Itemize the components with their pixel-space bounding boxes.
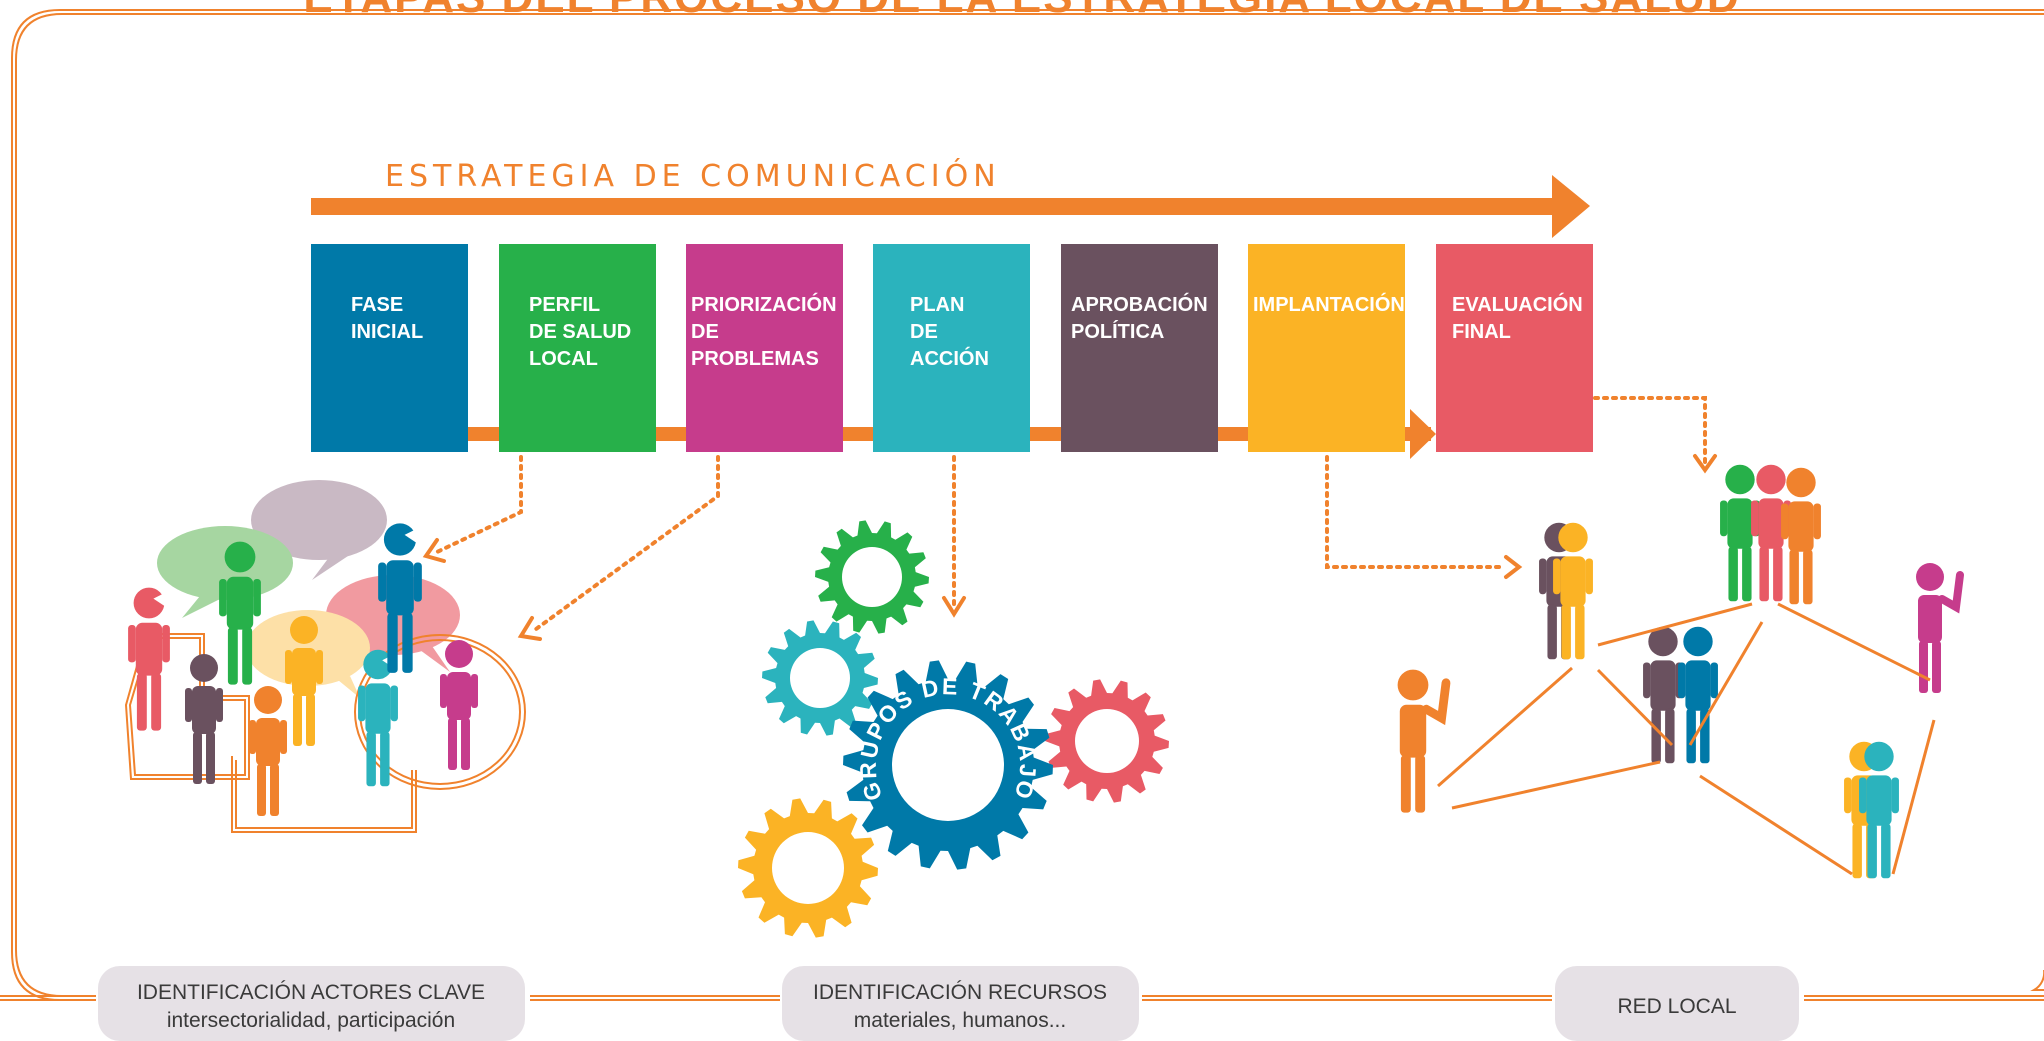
phase-label: POLÍTICA [1071,320,1164,343]
phase-label: PROBLEMAS [691,348,819,370]
phase-box: APROBACIÓN POLÍTICA [1061,244,1218,452]
phase-label: DE [691,321,719,343]
phase-box: FASE INICIAL [311,244,468,452]
person-icon [249,686,287,816]
caption-center-title: IDENTIFICACIÓN RECURSOS [813,981,1107,1004]
phase-label: ACCIÓN [910,346,989,370]
person-icon [1678,626,1718,764]
caption-left-title: IDENTIFICACIÓN ACTORES CLAVE [137,981,485,1004]
network-line-icon [1699,774,1853,876]
phase-box: PLAN DE ACCIÓN [873,244,1030,452]
person-icon [1859,741,1899,879]
phase-label: FASE [351,294,403,316]
person-icon [1916,563,1964,693]
network-line-icon [1596,668,1674,747]
person-icon [219,541,261,685]
phase-boxes: FASE INICIAL PERFIL DE SALUD LOCAL PRIORIZACI… [311,244,1593,452]
caption-center-subtitle: materiales, humanos... [854,1009,1066,1032]
frame-border [0,9,2044,1001]
caption-right-title: RED LOCAL [1617,995,1736,1018]
phase-label: LOCAL [529,348,598,370]
person-icon [378,523,422,673]
phase-box: IMPLANTACIÓN [1248,244,1405,452]
phase-label: IMPLANTACIÓN [1253,292,1405,316]
gear-icon [815,520,929,634]
caption-left: IDENTIFICACIÓN ACTORES CLAVE intersector… [98,966,525,1041]
caption-center: IDENTIFICACIÓN RECURSOS materiales, huma… [782,966,1139,1041]
phase-label: DE SALUD [529,321,631,343]
network-line-icon [1688,621,1764,746]
dotted-connectors [435,396,1707,634]
phase-label: PERFIL [529,294,600,316]
phase-label: PRIORIZACIÓN [691,292,837,316]
person-icon [128,587,170,731]
phase-box: PRIORIZACIÓN DE PROBLEMAS [686,244,843,452]
gear-icon [762,620,878,736]
person-icon [1643,626,1683,764]
gear-icon [843,660,1053,870]
phase-label: DE [910,321,938,343]
person-icon [1720,464,1760,602]
network-line-icon [1437,666,1573,788]
person-icon [440,640,478,770]
person-icon [1553,522,1593,660]
network-line-icon [1891,719,1936,875]
connector-arrowheads-icon [422,454,1717,641]
phase-label: FINAL [1452,321,1511,343]
phase-label: PLAN [910,294,964,316]
gear-label: GRUPOS DE TRABAJO [855,673,1042,804]
network-line-icon [1777,602,1931,682]
phase-box: EVALUACIÓN FINAL [1436,244,1593,452]
network-line-icon [1451,760,1661,810]
strategy-label: ESTRATEGIA DE COMUNICACIÓN [385,157,1001,194]
person-icon [1397,669,1451,813]
network-lines [1437,602,1936,876]
person-icon [185,654,223,784]
person-icon [285,616,323,746]
network-line-icon [1597,602,1753,647]
speech-bubble-icon [251,480,387,560]
gear-icon [1045,679,1169,803]
person-icon [358,649,398,787]
people-figures [128,464,1964,879]
person-icon [1751,464,1791,602]
caption-right: RED LOCAL [1555,966,1799,1041]
phase-label: APROBACIÓN [1071,292,1208,316]
gear-icon [738,798,878,938]
caption-left-subtitle: intersectorialidad, participación [167,1009,455,1032]
phase-label: EVALUACIÓN [1452,292,1583,316]
strategy-arrow-icon [311,175,1590,238]
phase-box: PERFIL DE SALUD LOCAL [499,244,656,452]
person-icon [1781,467,1821,605]
phase-label: INICIAL [351,321,423,343]
